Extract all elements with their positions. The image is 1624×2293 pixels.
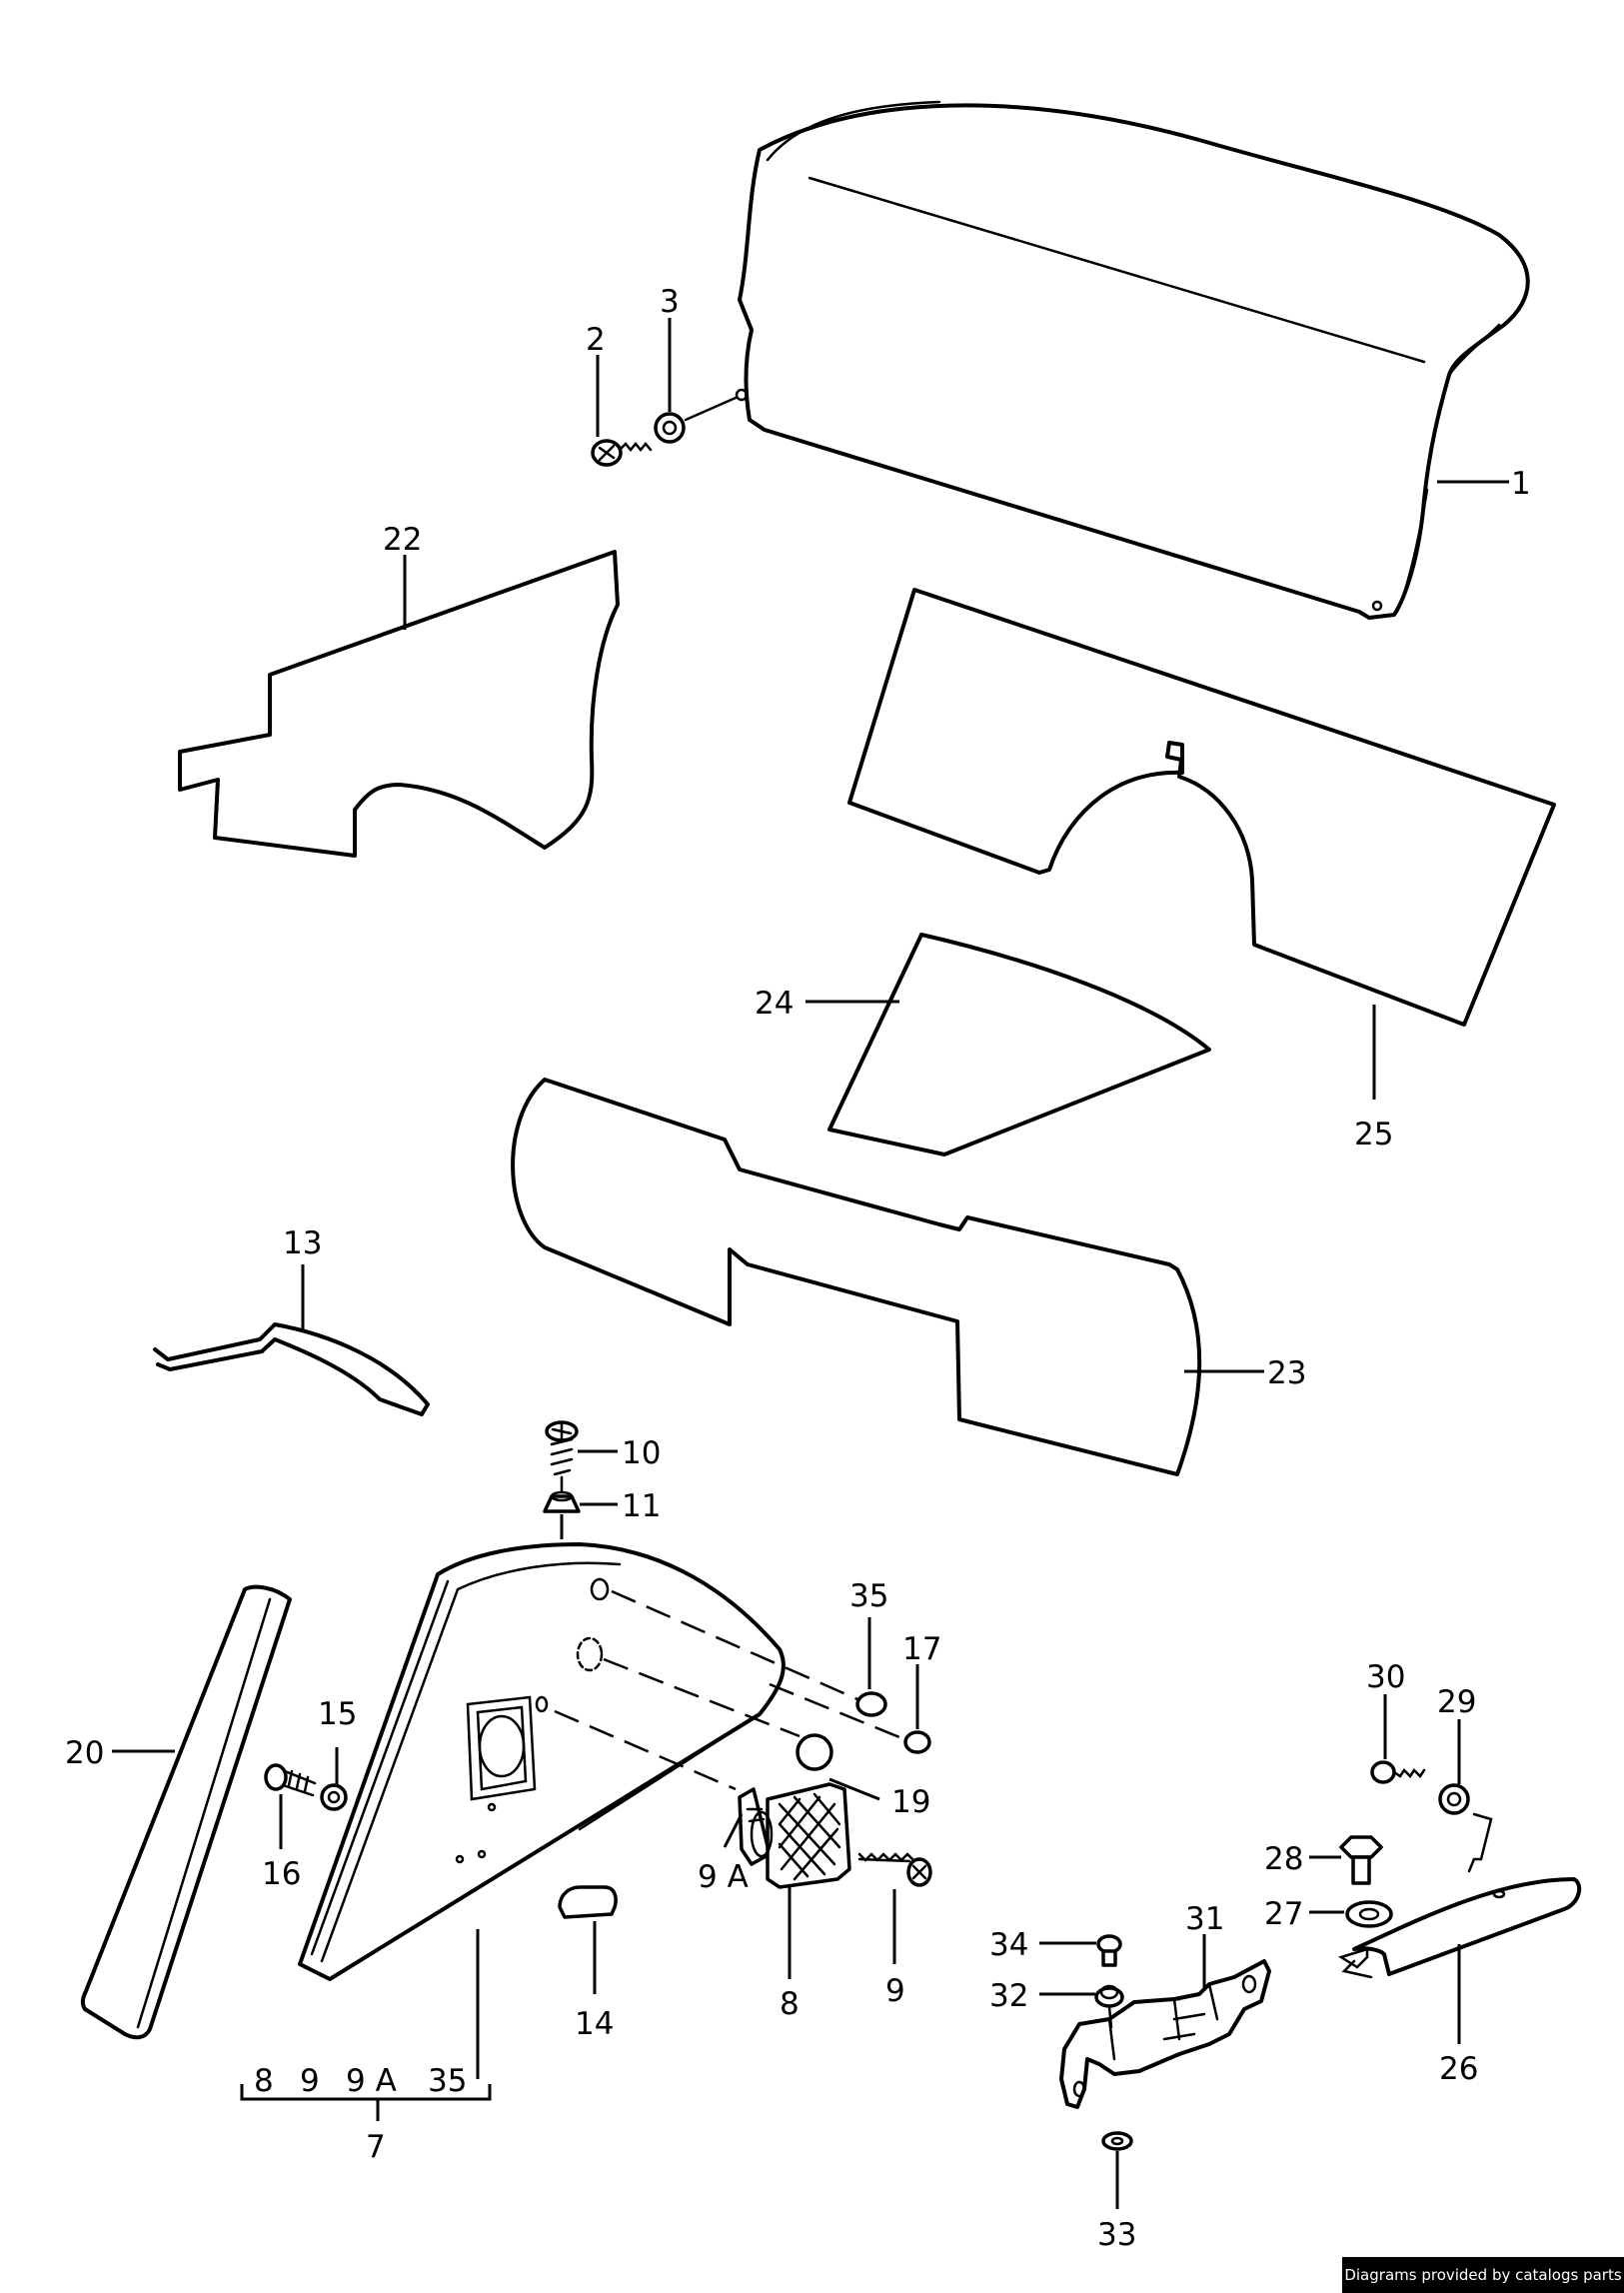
kit-list-item-8: 8	[254, 2063, 274, 2099]
callout-11: 11	[622, 1488, 661, 1524]
callout-10: 10	[622, 1435, 661, 1471]
part-25-rear-pad	[847, 588, 1556, 1027]
callout-23: 23	[1267, 1355, 1306, 1391]
callout-15: 15	[318, 1696, 357, 1732]
callout-2: 2	[586, 322, 606, 358]
part-20-pillar-trim	[80, 1584, 292, 2040]
callout-26: 26	[1439, 2051, 1478, 2087]
callout-8: 8	[780, 1986, 800, 2022]
kit-list-item-9: 9	[300, 2063, 320, 2099]
callout-16: 16	[262, 1856, 301, 1892]
part-26-cover-plate	[1338, 1877, 1582, 1979]
part-35-plug	[855, 1691, 887, 1717]
part-23-insulation-mat	[511, 1078, 1202, 1476]
part-30-screw	[1370, 1760, 1426, 1784]
callout-9a: 9 A	[698, 1859, 749, 1895]
callout-29: 29	[1437, 1684, 1476, 1720]
dashline-17	[769, 1682, 905, 1741]
part-9a-clip-nut	[738, 1787, 772, 1866]
callout-7: 7	[366, 2129, 386, 2165]
part-1-rear-shelf	[735, 100, 1530, 620]
callout-20: 20	[65, 1735, 104, 1771]
part-11-grommet	[543, 1490, 581, 1513]
callout-19: 19	[891, 1784, 930, 1820]
dashline-35	[611, 1589, 858, 1701]
part-19-cap	[796, 1733, 833, 1771]
kit-bracket-7	[240, 1929, 492, 2121]
part-28-bolt	[1339, 1835, 1383, 1885]
part-24-fan-pad	[827, 933, 1211, 1156]
part-32-grommet	[1094, 1984, 1124, 2029]
leader-9a	[723, 1813, 744, 1848]
dashline-9a	[554, 1709, 737, 1791]
callout-9: 9	[885, 1973, 905, 2009]
callout-25: 25	[1354, 1117, 1393, 1152]
part-2-screw	[591, 439, 653, 467]
callout-30: 30	[1366, 1659, 1405, 1695]
callout-3: 3	[660, 284, 680, 320]
callout-13: 13	[283, 1225, 322, 1261]
part-29-grommet	[1438, 1783, 1493, 1873]
part-14-clip	[558, 1885, 618, 1919]
callout-35: 35	[849, 1578, 888, 1614]
part-15-washer	[320, 1783, 348, 1811]
callout-14: 14	[575, 2006, 614, 2042]
part-22-side-pad	[178, 550, 620, 858]
part-3-grommet	[654, 396, 738, 444]
dashline-19	[603, 1657, 801, 1738]
callout-28: 28	[1264, 1841, 1303, 1877]
leader-19	[828, 1777, 880, 1801]
part-31-bracket	[1059, 1959, 1271, 2109]
callout-31: 31	[1185, 1901, 1224, 1937]
kit-list-item-9a: 9 A	[346, 2063, 397, 2099]
callout-1: 1	[1511, 466, 1531, 502]
callout-33: 33	[1097, 2217, 1136, 2253]
part-33-washer	[1101, 2131, 1133, 2151]
callout-34: 34	[989, 1927, 1028, 1963]
callout-32: 32	[989, 1978, 1028, 2014]
part-27-washer	[1345, 1900, 1393, 1928]
part-13-spring-clip	[153, 1322, 430, 1416]
part-9-screw	[857, 1852, 932, 1887]
part-8-speaker-grille	[750, 1782, 851, 1889]
callout-24: 24	[755, 986, 794, 1022]
part-16-bolt	[264, 1763, 317, 1797]
part-7-side-trim-panel	[298, 1542, 786, 1981]
part-34-pin	[1096, 1934, 1122, 1967]
watermark-credit: Diagrams provided by catalogs parts	[1342, 2257, 1624, 2293]
callout-27: 27	[1264, 1896, 1303, 1932]
part-17-plug	[903, 1730, 931, 1754]
callout-22: 22	[383, 522, 422, 558]
callout-17: 17	[902, 1631, 941, 1667]
part-10-screw	[545, 1420, 579, 1493]
kit-list-item-35: 35	[428, 2063, 467, 2099]
